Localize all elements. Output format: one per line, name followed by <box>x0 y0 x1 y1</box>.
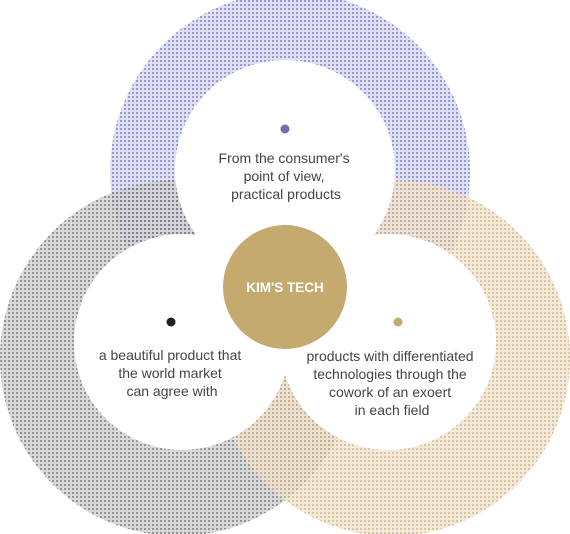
left-line: a beautiful product that <box>99 347 242 363</box>
right-line: cowork of an exoert <box>329 384 451 400</box>
top-line: practical products <box>231 186 341 202</box>
top-line: From the consumer's <box>219 150 350 166</box>
right-dot <box>393 317 403 327</box>
center-label: KIM'S TECH <box>246 280 323 295</box>
inner-circle-top <box>175 60 395 280</box>
right-text: products with differentiated technologie… <box>307 348 478 418</box>
left-line: the world market <box>118 365 222 381</box>
right-line: in each field <box>355 402 430 418</box>
center-circle <box>223 225 347 349</box>
right-line: technologies through the <box>313 366 467 382</box>
left-text: a beautiful product that the world marke… <box>99 347 245 399</box>
right-line: products with differentiated <box>307 348 474 364</box>
top-dot <box>280 124 290 134</box>
top-line: point of view, <box>244 168 325 184</box>
left-dot <box>166 317 176 327</box>
left-line: can agree with <box>126 383 217 399</box>
top-text: From the consumer's point of view, pract… <box>219 150 354 202</box>
